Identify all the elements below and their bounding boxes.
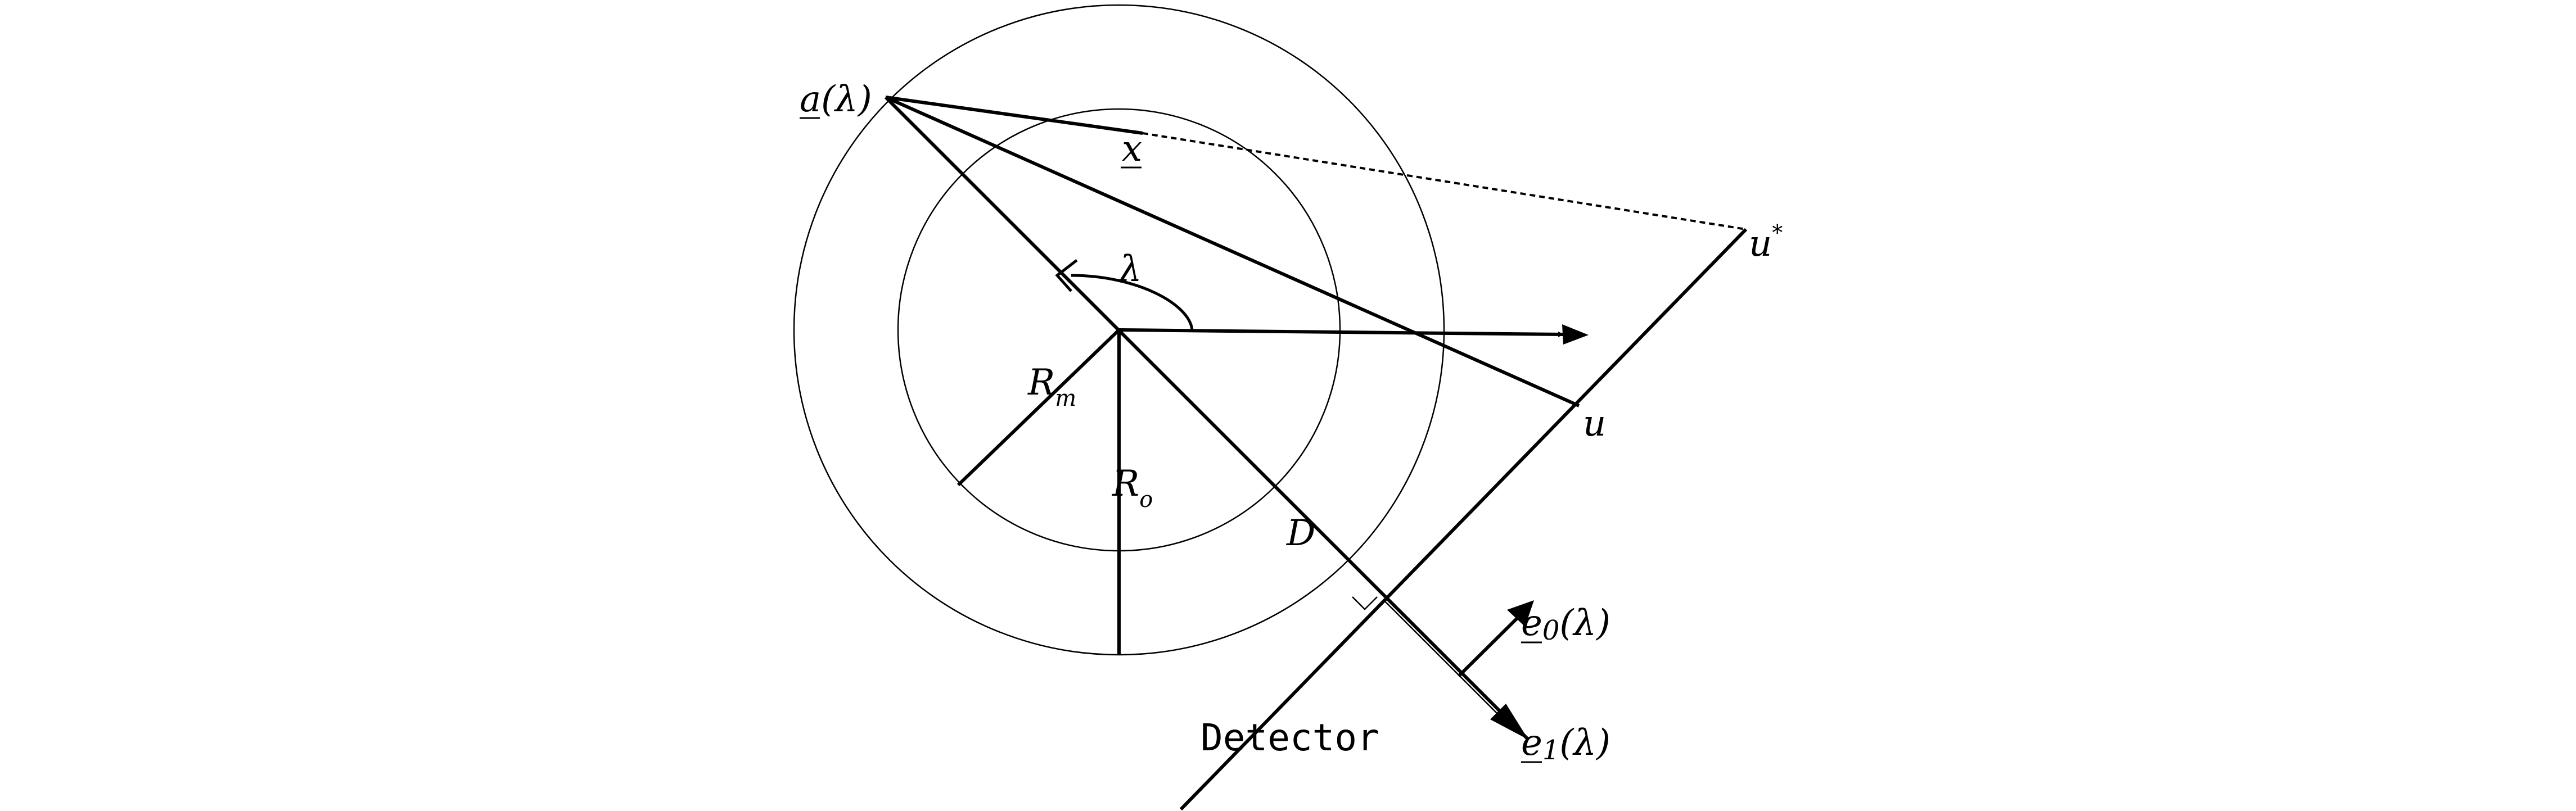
- central-ray: [884, 96, 1530, 741]
- ray-to-x: [885, 96, 1143, 135]
- source-label: a(λ): [800, 79, 872, 120]
- radius-m-line: [957, 328, 1121, 487]
- detector-label: Detector: [1201, 716, 1379, 759]
- detector-line: [1179, 228, 1748, 811]
- point-u-label: u: [1583, 403, 1606, 445]
- vector-e0-label: e0(λ): [1521, 602, 1610, 646]
- e1-arrowhead: [1490, 704, 1528, 740]
- distance-d-label: D: [1286, 513, 1315, 554]
- point-u-star-label: u*: [1749, 220, 1783, 265]
- e0-vector-shaft: [1457, 617, 1519, 678]
- angle-lambda-arrowhead: [1055, 259, 1078, 292]
- e1-vector-shaft: [1383, 599, 1513, 730]
- radius-m-label: Rm: [1027, 362, 1076, 411]
- angle-lambda-arc: [1071, 274, 1194, 330]
- e0-arrowhead: [1507, 600, 1534, 627]
- x-axis-arrowhead: [1562, 324, 1589, 345]
- point-x-label: x: [1122, 128, 1142, 170]
- ray-x-to-u-star: [1142, 132, 1747, 230]
- right-angle-marker: [1352, 596, 1378, 610]
- vector-e1-label: e1(λ): [1521, 722, 1610, 766]
- x-axis-arrow: [1118, 328, 1564, 337]
- radius-o-label: Ro: [1112, 463, 1153, 513]
- ray-to-u: [885, 96, 1580, 407]
- angle-lambda-label: λ: [1117, 248, 1142, 290]
